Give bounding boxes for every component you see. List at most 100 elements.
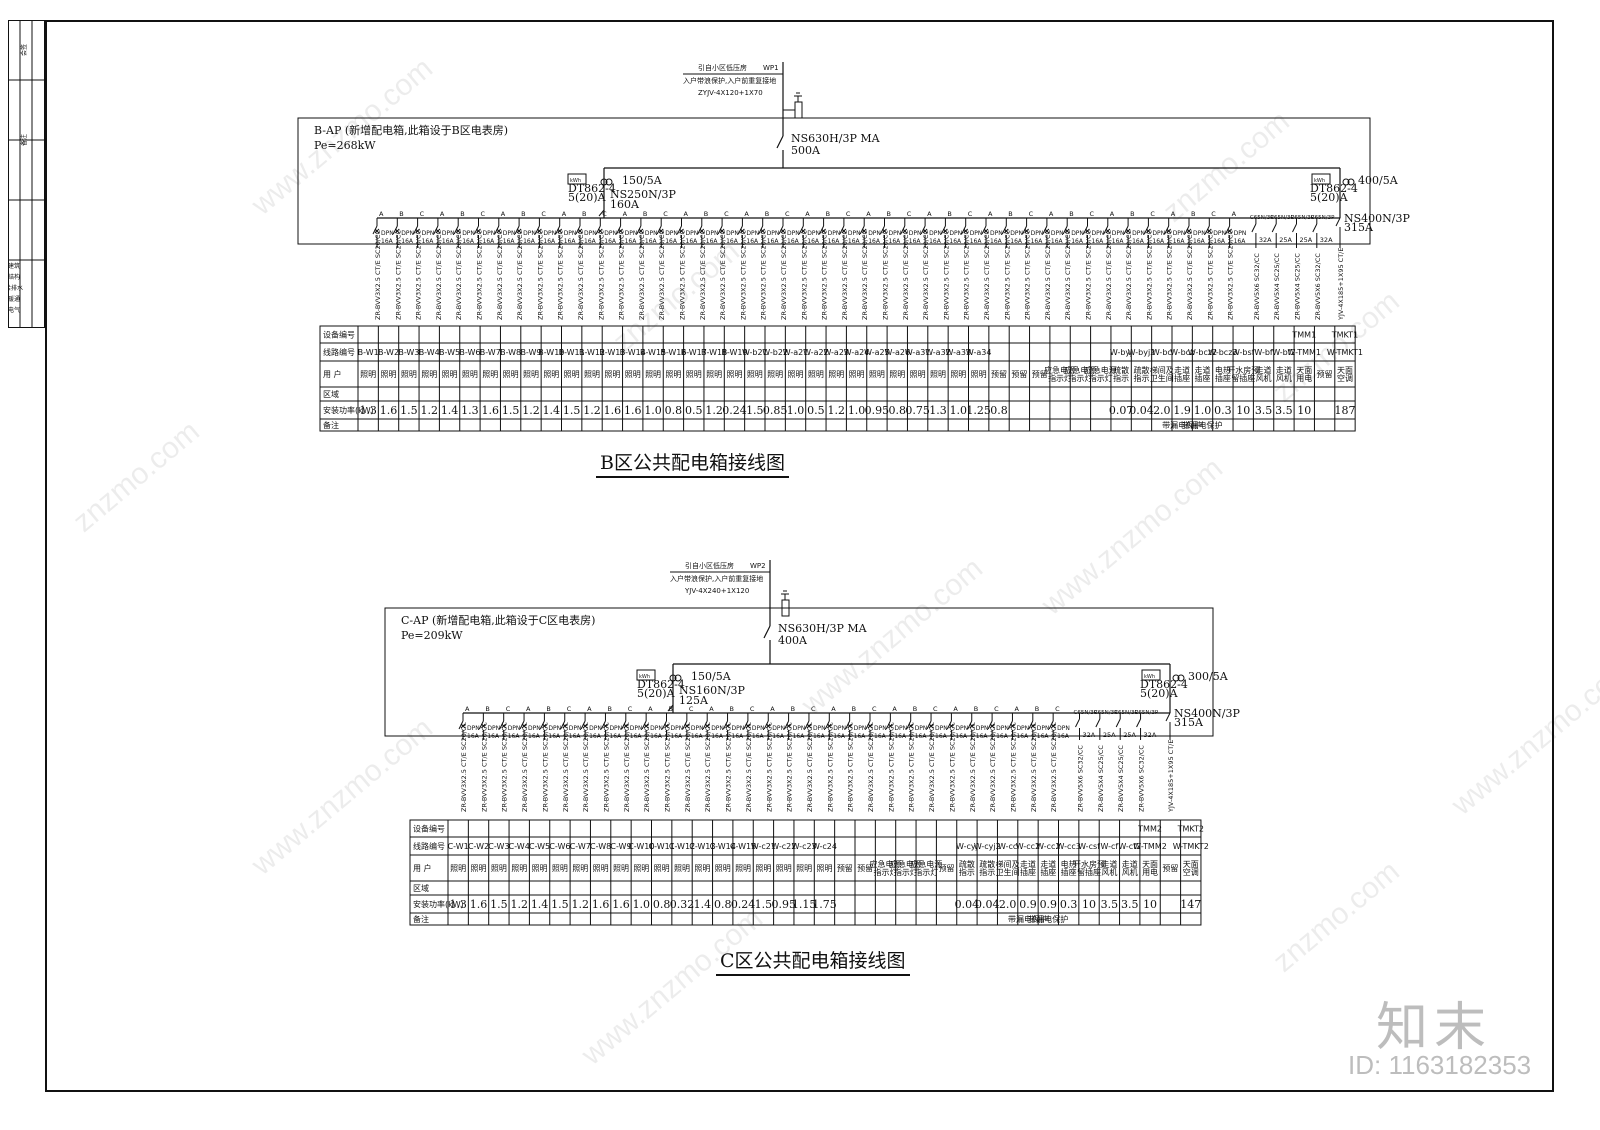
branch-breaker-x <box>983 228 989 234</box>
circuit-power: 3.5 <box>1255 404 1273 417</box>
circuit-power: 1.6 <box>624 404 642 417</box>
branch-cable: ZR-BVV3X2.5 CT/E SC20/CC <box>1009 722 1017 812</box>
circuit-power: 1.3 <box>449 898 467 911</box>
branch-breaker-type: DPN <box>848 230 861 237</box>
branch-breaker-rating: 16A <box>548 733 561 740</box>
circuit-id: B-W7 <box>480 348 501 357</box>
branch-breaker-contact <box>392 225 398 235</box>
branch-breaker-x <box>684 723 690 729</box>
circuit-power: 0.9 <box>1040 898 1058 911</box>
circuit-id: W-c21 <box>751 842 776 851</box>
ct-left: 150/5A <box>691 670 732 683</box>
branch-breaker-type: DPN <box>1031 230 1044 237</box>
circuit-note: 带漏电保护 <box>1008 914 1048 924</box>
branch-breaker-x <box>562 723 568 729</box>
branch-cable: ZR-BVV3X2.5 CT/E SC20/CC <box>1166 230 1174 320</box>
circuit-power: 1.4 <box>543 404 561 417</box>
branch-breaker-contact <box>1028 720 1034 730</box>
branch-cable: ZR-BVV3X2.5 CT/E SC20/CC <box>765 722 773 812</box>
equipment-id: TMM2 <box>1137 825 1162 834</box>
branch-cable: ZR-BVV3X2.5 CT/E SC20/CC <box>664 722 672 812</box>
circuit-power: 1.5 <box>502 404 520 417</box>
branch-breaker-x <box>1125 228 1131 234</box>
phase-label: C <box>628 705 633 713</box>
branch-breaker-x <box>943 228 948 234</box>
phase-label: C <box>663 210 668 218</box>
circuit-id: B-W15 <box>640 348 666 357</box>
branch-cable: ZR-BVV3X2.5 CT/E SC20/CC <box>496 230 504 320</box>
branch-breaker-x <box>542 723 547 729</box>
branch-breaker-x <box>597 228 603 234</box>
branch-breaker-contact <box>514 225 520 235</box>
branch-breaker-rating: 16A <box>650 733 663 740</box>
branch-cable: ZR-BVV3X2.5 CT/E SC20/CC <box>800 230 808 320</box>
circuit-user: 照明 <box>360 370 376 379</box>
branch-breaker-rating: 16A <box>1234 238 1247 245</box>
branch-cable: ZR-BVV3X2.5 CT/E SC20/CC <box>1085 230 1093 320</box>
circuit-user: 指示灯 <box>1068 373 1092 383</box>
branch-breaker-type: DPN <box>752 725 765 732</box>
circuit-power: 0.8 <box>653 898 671 911</box>
branch-breaker-contact <box>413 225 419 235</box>
circuit-power: 3.5 <box>1275 404 1293 417</box>
branch-breaker-type: DPN <box>528 725 541 732</box>
branch-cable: ZR-BVV3X2.5 CT/E SC20/CC <box>658 230 666 320</box>
sub-breaker-label: NS160N/3P <box>679 684 745 697</box>
circuit-power: 3.5 <box>1101 898 1119 911</box>
branch-cable: ZR-BVV3X2.5 CT/E SC20/CC <box>861 230 869 320</box>
phase-label: A <box>988 210 993 218</box>
branch-breaker-type: DPN <box>976 725 989 732</box>
branch-breaker-contact <box>656 225 662 235</box>
branch-breaker-contact <box>885 720 891 730</box>
branch-cable: ZR-BVV3X2.5 CT/E SC20/CC <box>602 722 610 812</box>
circuit-user: 照明 <box>930 370 946 379</box>
phase-label: A <box>501 210 506 218</box>
circuit-id: W-b22 <box>762 348 788 357</box>
circuit-power: 0.8 <box>665 404 683 417</box>
circuit-id: W-a33 <box>946 348 972 357</box>
branch-breaker-x <box>435 228 441 234</box>
branch-breaker-type: DPN <box>909 230 922 237</box>
branch-breaker-rating: 16A <box>543 238 556 245</box>
table-row-header: 区域 <box>323 389 339 399</box>
branch-breaker-rating: 16A <box>1031 238 1044 245</box>
branch-cable: ZR-BVV3X2.5 CT/E SC20/CC <box>582 722 590 812</box>
phase-label: B <box>1191 210 1195 218</box>
branch-breaker-type: DPN <box>422 230 435 237</box>
branch-breaker-rating: 16A <box>487 733 500 740</box>
three-phase-rating: 32A <box>1259 236 1272 244</box>
circuit-id: W-b21 <box>742 348 768 357</box>
circuit-user: 照明 <box>828 370 844 379</box>
circuit-power: 1.2 <box>705 404 723 417</box>
branch-breaker-x <box>415 228 420 234</box>
phase-label: A <box>770 705 775 713</box>
branch-cable: ZR-BVV3X2.5 CT/E SC20/CC <box>476 230 484 320</box>
box-title: C-AP (新增配电箱,此箱设于C区电表房) <box>401 613 595 627</box>
circuit-user: 卫生间 <box>996 867 1020 877</box>
branch-breaker-contact <box>987 720 993 730</box>
branch-breaker-x <box>557 228 563 234</box>
branch-breaker-rating: 16A <box>1152 238 1165 245</box>
branch-cable: ZR-BVV3X2.5 CT/E SC20/CC <box>684 722 692 812</box>
meter-left-rating: 5(20)A <box>568 191 607 204</box>
circuit-user: 应急电源 <box>1064 365 1096 375</box>
circuit-user: 插座 <box>1195 373 1211 383</box>
circuit-user: 走道 <box>1256 365 1272 375</box>
circuit-user: 照明 <box>694 864 710 873</box>
branch-breaker-contact <box>743 720 749 730</box>
branch-breaker-contact <box>682 720 688 730</box>
branch-breaker-contact <box>804 720 810 730</box>
strip-label: 建筑 <box>8 262 20 270</box>
table-row-header: 用 户 <box>323 369 342 379</box>
box-power: Pe=268kW <box>314 139 376 152</box>
main-breaker-label: NS630H/3P MA <box>778 622 868 635</box>
circuit-power: 1.5 <box>400 404 418 417</box>
branch-breaker-x <box>582 723 588 729</box>
branch-breaker-type: DPN <box>915 725 928 732</box>
phase-label: C <box>933 705 938 713</box>
strip-label: 电气 <box>8 306 20 314</box>
circuit-id: W-TMKT1 <box>1327 348 1363 357</box>
branch-breaker-contact <box>1001 225 1007 235</box>
branch-breaker-x <box>501 723 507 729</box>
circuit-user: 指示灯 <box>894 867 918 877</box>
